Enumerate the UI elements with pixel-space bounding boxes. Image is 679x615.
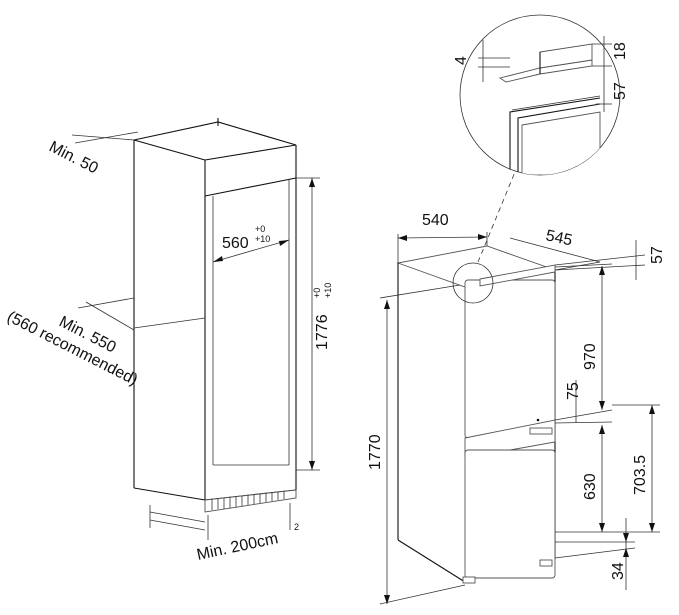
min-top-gap-label: Min. 50 (46, 138, 101, 177)
appliance-top-offset-label: 57 (649, 246, 666, 264)
niche-height-tol-upper: +0 (312, 288, 322, 298)
appliance-width-label: 540 (422, 212, 449, 229)
dim-min-depth: Min. 550 (560 recommended) (4, 297, 140, 389)
appliance-height-label: 1770 (367, 434, 384, 470)
appliance-depth-label: 545 (544, 227, 574, 249)
dim-freezer-with-base: 703.5 (612, 404, 660, 533)
dim-appliance-height: 1770 (367, 284, 466, 605)
dim-gap-between: 75 (554, 380, 613, 424)
detail-inset-gap-label: 4 (453, 56, 470, 65)
niche-height-tol-lower: +10 (323, 283, 333, 298)
appliance-drawing (396, 245, 557, 584)
base-height-label: 34 (610, 562, 627, 580)
detail-leader-line (477, 171, 516, 263)
detail-view: 4 18 57 (453, 14, 629, 176)
detail-top-thickness-label: 18 (612, 42, 629, 60)
dim-min-top-gap: Min. 50 (46, 131, 139, 177)
freezer-section-label: 630 (582, 473, 599, 500)
dim-vent-area: Min. 200cm 2 (195, 503, 299, 564)
dim-appliance-top-offset: 57 (554, 240, 666, 280)
dim-appliance-depth: 545 (509, 227, 601, 271)
detail-offset-depth-label: 57 (612, 82, 629, 100)
dim-base-height: 34 (554, 518, 636, 590)
fridge-section-label: 970 (582, 343, 599, 370)
dim-appliance-width: 540 (397, 212, 488, 263)
niche-height-label: 1776 (314, 314, 331, 350)
detail-callout-circle (452, 262, 494, 304)
niche-width-tol-upper: +0 (255, 224, 265, 234)
vent-grille (211, 491, 285, 510)
freezer-with-base-label: 703.5 (632, 455, 649, 495)
gap-between-label: 75 (565, 382, 582, 400)
dim-freezer-section: 630 (555, 425, 612, 533)
dim-niche-width: 560 +0 +10 (212, 224, 290, 263)
niche-width-label: 560 (222, 235, 249, 252)
cabinet-drawing (133, 118, 297, 531)
dim-fridge-section: 970 (554, 263, 613, 421)
dim-niche-height: 1776 +0 +10 (296, 177, 333, 471)
niche-width-tol-lower: +10 (255, 234, 270, 244)
vent-area-exponent: 2 (294, 522, 299, 532)
